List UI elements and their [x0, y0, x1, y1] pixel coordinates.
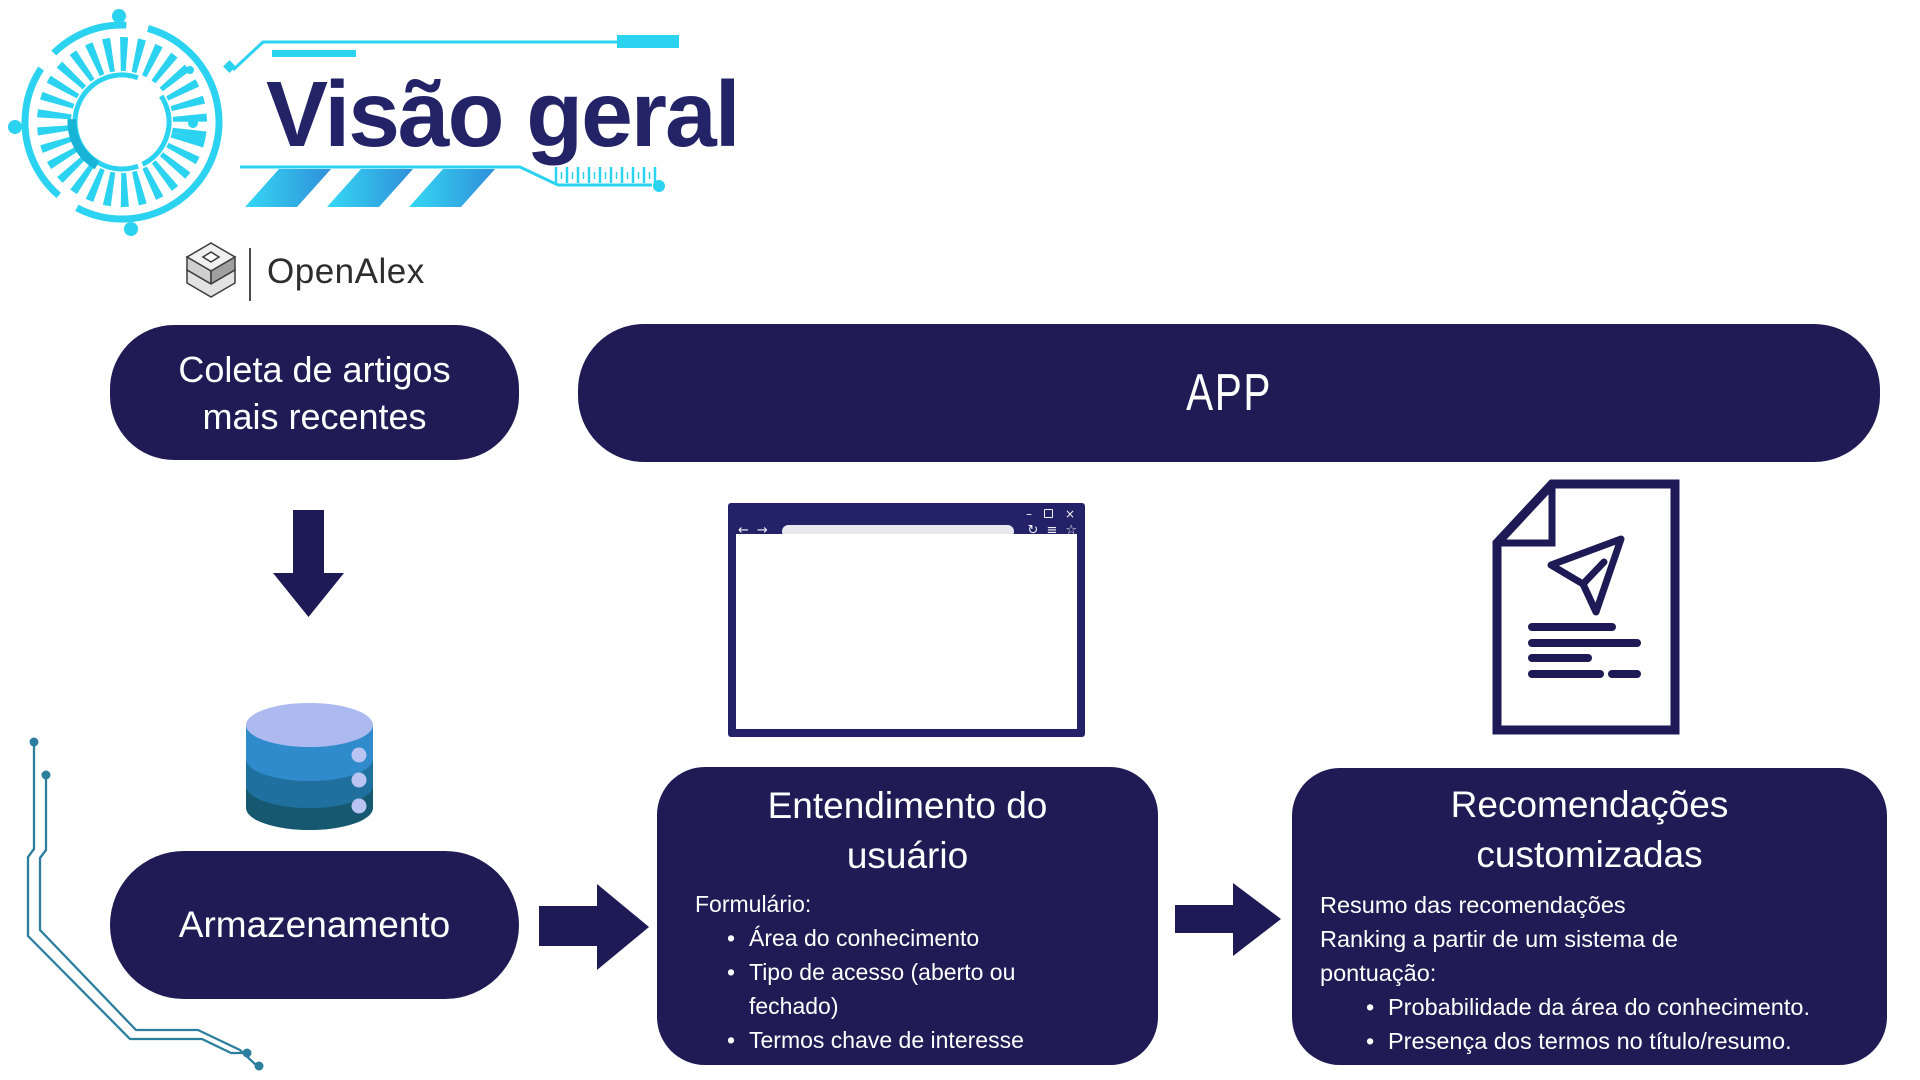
list-item: Presença dos termos no título/resumo. — [1366, 1024, 1871, 1058]
list-item: Probabilidade da área do conhecimento. — [1366, 990, 1871, 1024]
document-icon — [1492, 479, 1680, 735]
entendimento-box: Entendimento do usuário Formulário: Área… — [657, 767, 1158, 1065]
right-arrow-icon — [1175, 883, 1281, 956]
menu-icon: ≡ — [1046, 523, 1058, 538]
recomendacoes-body: Resumo das recomendações Ranking a parti… — [1320, 888, 1871, 1058]
forward-icon: → — [756, 523, 768, 538]
browser-content — [736, 534, 1077, 729]
list-item: Área do conhecimento — [727, 921, 1072, 955]
recomendacoes-title: Recomendações customizadas — [1450, 784, 1729, 875]
page-title: Visão geral — [266, 62, 741, 166]
list-item: Termos chave de interesse — [727, 1023, 1072, 1057]
tech-circle-decoration — [8, 9, 223, 236]
minimize-icon: – — [1025, 506, 1032, 521]
box-label-line: mais recentes — [202, 395, 427, 437]
recomendacoes-box: Recomendações customizadas Resumo das re… — [1292, 768, 1887, 1065]
close-icon: × — [1064, 506, 1075, 521]
paper-plane-icon — [1547, 535, 1625, 616]
entendimento-title: Entendimento do usuário — [767, 785, 1048, 876]
down-arrow-icon — [273, 510, 344, 617]
app-box: APP — [578, 324, 1880, 462]
reload-icon: ↻ — [1027, 523, 1039, 538]
openalex-logo-icon — [185, 242, 251, 301]
list-item: Tipo de acesso (aberto ou fechado) — [727, 955, 1072, 1023]
window-controls: – × — [728, 503, 1085, 520]
coleta-box: Coleta de artigos mais recentes — [110, 325, 519, 460]
body-line: Resumo das recomendações — [1320, 892, 1626, 918]
browser-window: – × ← → ↻ ≡ ☆ — [728, 503, 1085, 737]
app-box-label: APP — [1186, 364, 1272, 422]
armazenamento-box-label: Armazenamento — [178, 904, 451, 945]
entendimento-bullet-list: Área do conhecimento Tipo de acesso (abe… — [695, 921, 1072, 1057]
form-intro: Formulário: — [695, 891, 812, 917]
armazenamento-box: Armazenamento — [110, 851, 519, 999]
body-line: Ranking a partir de um sistema de — [1320, 926, 1678, 952]
recomendacoes-bullet-list: Probabilidade da área do conhecimento. P… — [1320, 990, 1871, 1058]
bookmark-star-icon: ☆ — [1065, 523, 1077, 538]
openalex-logo-text: OpenAlex — [267, 252, 425, 291]
back-icon: ← — [738, 523, 749, 538]
maximize-icon — [1043, 509, 1053, 518]
box-label-line: Coleta de artigos — [178, 348, 451, 390]
body-line: pontuação: — [1320, 960, 1437, 986]
right-arrow-icon — [539, 884, 649, 970]
database-icon — [246, 703, 373, 830]
entendimento-body: Formulário: Área do conhecimento Tipo de… — [695, 887, 1140, 1057]
